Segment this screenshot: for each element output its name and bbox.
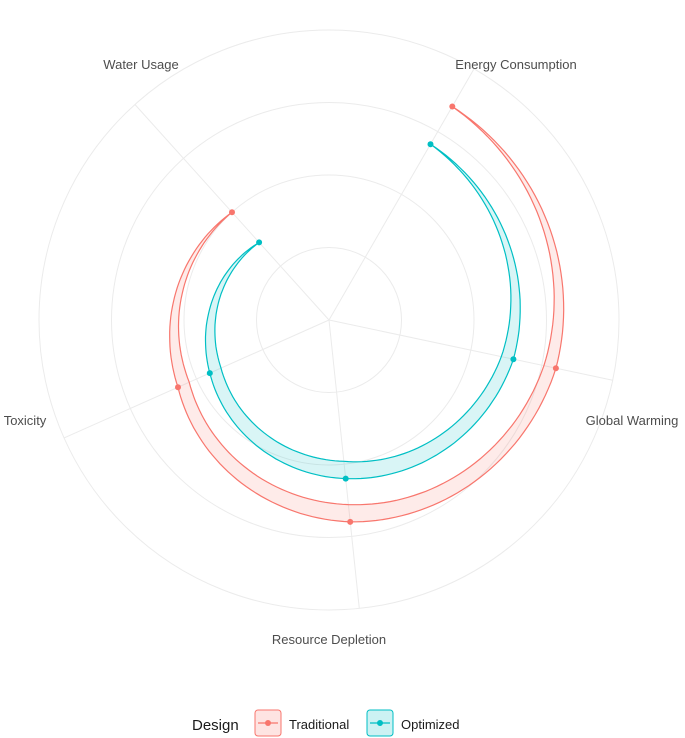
legend-key-point-traditional	[265, 720, 271, 726]
point-optimized	[427, 141, 434, 148]
legend-key-point-optimized	[377, 720, 383, 726]
axis-spoke	[328, 319, 360, 609]
axis-spoke	[328, 319, 613, 381]
grid-ring	[183, 174, 475, 466]
grid-ring	[256, 247, 402, 393]
point-traditional	[347, 518, 354, 525]
ribbon-optimized	[204, 143, 521, 480]
legend-title: Design	[192, 717, 239, 734]
point-traditional	[175, 384, 181, 391]
axis-spoke	[63, 319, 330, 439]
grid-ring	[38, 29, 620, 611]
legend-label-traditional: Traditional	[289, 717, 349, 732]
legend: Design Traditional Optimized	[192, 709, 460, 737]
axis-label-energy-consumption: Energy Consumption	[455, 57, 576, 72]
legend-item-optimized[interactable]: Optimized	[366, 709, 460, 737]
axis-label-water-usage: Water Usage	[103, 57, 178, 72]
point-optimized	[342, 475, 349, 482]
point-optimized	[510, 356, 517, 363]
point-optimized	[206, 370, 213, 377]
point-traditional	[229, 209, 235, 216]
point-traditional	[449, 103, 456, 110]
legend-label-optimized: Optimized	[401, 717, 460, 732]
axis-label-toxicity: Toxicity	[4, 413, 47, 428]
axis-label-global-warming: Global Warming	[586, 413, 679, 428]
point-traditional	[552, 365, 559, 372]
axis-label-resource-depletion: Resource Depletion	[272, 632, 386, 647]
axis-spoke	[328, 68, 475, 321]
point-optimized	[256, 239, 263, 246]
point-layer	[175, 103, 559, 525]
legend-item-traditional[interactable]: Traditional	[254, 709, 349, 737]
grid-ring	[111, 102, 547, 538]
grid-layer	[38, 29, 620, 611]
